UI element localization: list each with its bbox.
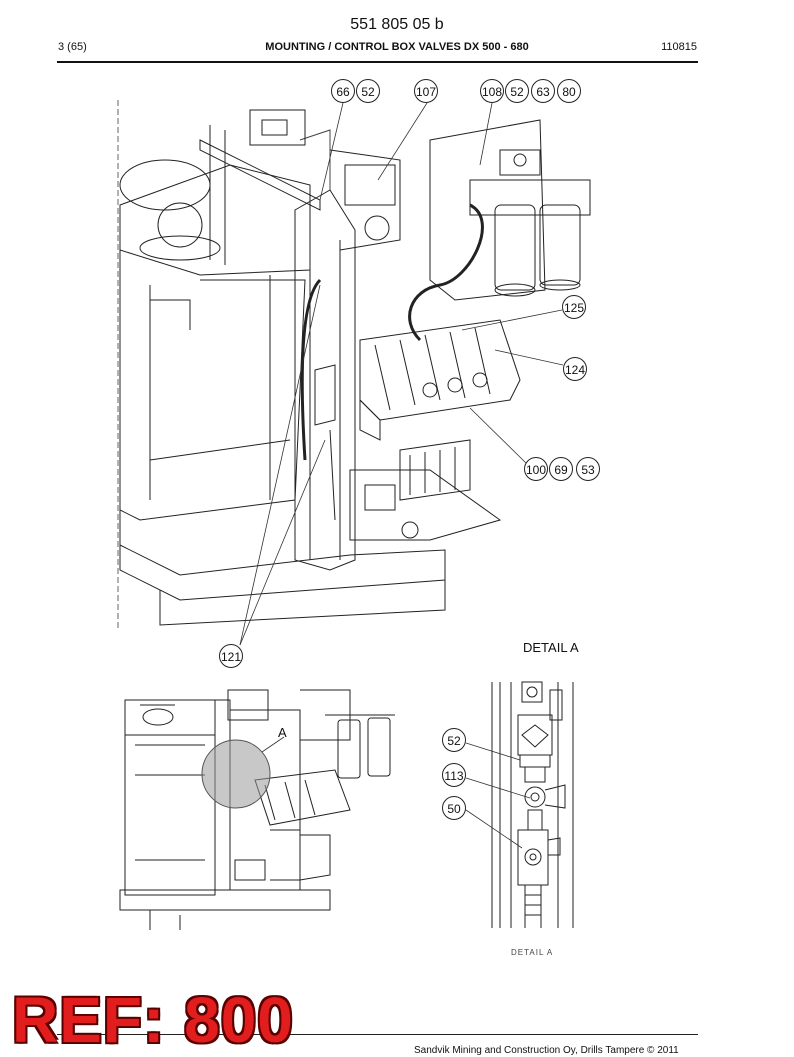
callout-108: 108	[480, 79, 504, 103]
footer-copyright: Sandvik Mining and Construction Oy, Dril…	[414, 1045, 679, 1056]
callout-100: 100	[524, 457, 548, 481]
callout-52: 52	[505, 79, 529, 103]
detail-callout-50: 50	[442, 796, 466, 820]
header-rule	[57, 61, 698, 63]
document-number: 551 805 05 b	[350, 16, 444, 33]
detail-heading: DETAIL A	[523, 640, 579, 655]
callout-66: 66	[331, 79, 355, 103]
footer-rule	[57, 1034, 698, 1035]
detail-callout-52: 52	[442, 728, 466, 752]
detail-caption: DETAIL A	[511, 948, 554, 957]
detail-marker-label: A	[278, 725, 287, 740]
callout-63: 63	[531, 79, 555, 103]
callout-69: 69	[549, 457, 573, 481]
document-title: MOUNTING / CONTROL BOX VALVES DX 500 - 6…	[265, 41, 529, 53]
callout-121: 121	[219, 644, 243, 668]
callout-125: 125	[562, 295, 586, 319]
ref-stamp: REF: 800	[12, 984, 294, 1056]
callout-107: 107	[414, 79, 438, 103]
callout-53: 53	[576, 457, 600, 481]
callout-52: 52	[356, 79, 380, 103]
page-indicator: 3 (65)	[58, 41, 87, 53]
detail-callout-113: 113	[442, 763, 466, 787]
document-date: 110815	[661, 41, 697, 53]
callout-124: 124	[563, 357, 587, 381]
callout-80: 80	[557, 79, 581, 103]
